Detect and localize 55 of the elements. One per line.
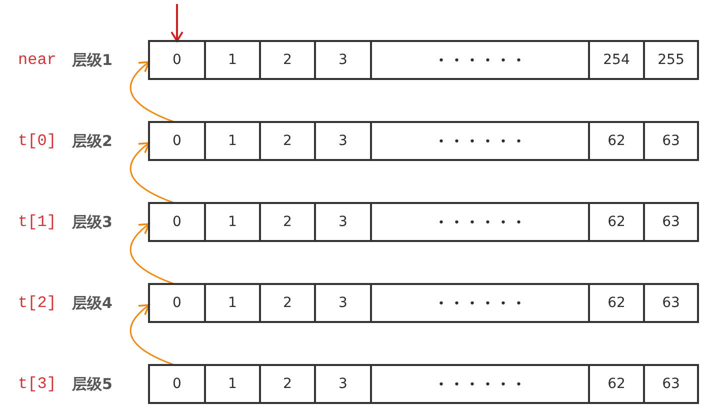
array-slot: 2: [259, 42, 314, 78]
array-slot: ••••••: [370, 42, 588, 78]
curved-arrow: [130, 304, 175, 366]
array-slot: 1: [204, 204, 259, 240]
array-slot: 3: [314, 123, 370, 159]
array-slot: 62: [588, 285, 643, 321]
array-slot: 1: [204, 42, 259, 78]
pointer-name: t[1]: [18, 212, 56, 232]
pointer-name: t[3]: [18, 374, 56, 394]
curved-arrow: [130, 223, 175, 285]
array-slot: 3: [314, 42, 370, 78]
level-label: 层级1: [72, 50, 112, 70]
array-slot: 3: [314, 285, 370, 321]
array-slot: 62: [588, 366, 643, 402]
array-slot: 254: [588, 42, 643, 78]
array-slot: 63: [643, 204, 697, 240]
array-slot: 0: [150, 366, 204, 402]
array-slot: 3: [314, 204, 370, 240]
array-slot: 0: [150, 42, 204, 78]
array-slot: 3: [314, 366, 370, 402]
array-slot: 1: [204, 285, 259, 321]
array-slot: ••••••: [370, 123, 588, 159]
curved-arrow: [130, 142, 175, 204]
array-slot: ••••••: [370, 204, 588, 240]
pointer-name: near: [18, 50, 56, 70]
level-label: 层级3: [72, 212, 112, 232]
array-slot: 0: [150, 285, 204, 321]
pointer-name: t[0]: [18, 131, 56, 151]
array-slot: 2: [259, 366, 314, 402]
array-slot: 62: [588, 204, 643, 240]
array-slot: 2: [259, 285, 314, 321]
array-slot: 1: [204, 366, 259, 402]
level-label: 层级4: [72, 293, 112, 313]
array-slot: ••••••: [370, 285, 588, 321]
array-row: [148, 364, 699, 404]
array-slot: 0: [150, 123, 204, 159]
array-slot: 2: [259, 123, 314, 159]
array-row: [148, 121, 699, 161]
array-slot: 1: [204, 123, 259, 159]
array-slot: 63: [643, 285, 697, 321]
array-slot: 2: [259, 204, 314, 240]
level-label: 层级5: [72, 374, 112, 394]
array-slot: 255: [643, 42, 697, 78]
pointer-name: t[2]: [18, 293, 56, 313]
level-label: 层级2: [72, 131, 112, 151]
array-row: [148, 40, 699, 80]
pointer-arrow: [170, 4, 184, 42]
curved-arrow: [130, 61, 175, 123]
array-row: [148, 202, 699, 242]
array-slot: 63: [643, 366, 697, 402]
array-slot: 63: [643, 123, 697, 159]
array-slot: ••••••: [370, 366, 588, 402]
array-row: [148, 283, 699, 323]
array-slot: 62: [588, 123, 643, 159]
array-slot: 0: [150, 204, 204, 240]
